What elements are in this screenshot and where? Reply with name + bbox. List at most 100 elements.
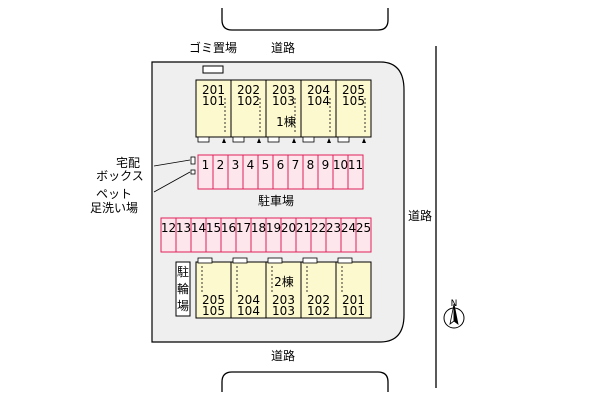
parking-space-number: 6 [277, 158, 285, 172]
parking-space-number: 23 [326, 221, 341, 235]
unit-lower-number: 103 [272, 304, 295, 318]
parking-space: 19 [265, 217, 282, 253]
parking-space: 10 [332, 154, 349, 190]
parking-space: 25 [355, 217, 372, 253]
parking-space: 3 [227, 154, 244, 190]
parking-space: 11 [347, 154, 364, 190]
parking-space: 8 [302, 154, 319, 190]
bike-label-2: 輪 [177, 281, 189, 296]
unit-upper-number: 203 [272, 293, 295, 307]
parking-space: 9 [317, 154, 334, 190]
parking-space-number: 24 [341, 221, 356, 235]
parking-space: 20 [280, 217, 297, 253]
parking-space-number: 19 [266, 221, 281, 235]
unit-balcony [232, 136, 245, 143]
pet-label-1: ペット [96, 187, 132, 201]
garbage-box [202, 65, 224, 74]
unit-balcony [337, 136, 350, 143]
parking-space-number: 21 [296, 221, 311, 235]
parking-space-number: 17 [236, 221, 251, 235]
unit-upper-number: 205 [202, 293, 225, 307]
parking-space: 21 [295, 217, 312, 253]
parking-space-box [355, 217, 372, 253]
parking-space-box [347, 154, 364, 190]
parking-space-number: 11 [348, 158, 363, 172]
unit-lower-number: 102 [237, 94, 260, 108]
parking-space: 2 [212, 154, 229, 190]
building-1-name: 1棟 [276, 114, 296, 129]
pet-wash [190, 169, 196, 175]
unit-upper-number: 201 [342, 293, 365, 307]
parking-space: 1 [197, 154, 214, 190]
parking-space-number: 14 [191, 221, 206, 235]
unit-lower-number: 101 [342, 304, 365, 318]
parking-space-number: 1 [202, 158, 210, 172]
unit-lower-number: 102 [307, 304, 330, 318]
parking-space-number: 25 [356, 221, 371, 235]
parking-space-number: 10 [333, 158, 348, 172]
parking-space-number: 12 [161, 221, 176, 235]
parking-space: 16 [220, 217, 237, 253]
delivery-leader [153, 159, 191, 167]
road-label-top: 道路 [271, 40, 295, 55]
unit-balcony [197, 136, 210, 143]
unit-balcony [302, 257, 318, 264]
road-curb-top [221, 8, 389, 31]
parking-space: 4 [242, 154, 259, 190]
delivery-label-1: 宅配 [116, 155, 140, 170]
parking-space-number: 7 [292, 158, 300, 172]
parking-space-number: 18 [251, 221, 266, 235]
parking-space-number: 22 [311, 221, 326, 235]
parking-space: 5 [257, 154, 274, 190]
north-label: N [451, 299, 458, 309]
parking-space: 22 [310, 217, 327, 253]
delivery-label-2: ボックス [96, 169, 144, 183]
unit-balcony [267, 257, 283, 264]
parking-space-number: 4 [247, 158, 255, 172]
entrance-marker-icon [362, 138, 366, 143]
building-2-name: 2棟 [274, 274, 294, 289]
road-label-bottom: 道路 [271, 348, 295, 363]
parking-space-number: 15 [206, 221, 221, 235]
road-label-right: 道路 [408, 208, 432, 223]
unit-balcony [232, 257, 248, 264]
entrance-marker-icon [222, 138, 226, 143]
delivery-box [190, 156, 196, 165]
parking-space-number: 20 [281, 221, 296, 235]
parking-space: 18 [250, 217, 267, 253]
unit-upper-number: 204 [307, 83, 330, 97]
pet-label-2: 足洗い場 [90, 201, 138, 215]
unit-lower-number: 105 [342, 94, 365, 108]
parking-space: 13 [175, 217, 192, 253]
parking-space-number: 2 [217, 158, 225, 172]
pet-leader [153, 171, 191, 193]
entrance-marker-icon [327, 138, 331, 143]
unit-upper-number: 201 [202, 83, 225, 97]
unit-lower-number: 101 [202, 94, 225, 108]
unit-upper-number: 203 [272, 83, 295, 97]
unit-upper-number: 202 [237, 83, 260, 97]
parking-space-number: 3 [232, 158, 240, 172]
unit-lower-number: 103 [272, 94, 295, 108]
unit-upper-number: 204 [237, 293, 260, 307]
parking-space: 17 [235, 217, 252, 253]
bike-label-3: 場 [177, 299, 189, 313]
entrance-marker-icon [257, 138, 261, 143]
parking-space: 15 [205, 217, 222, 253]
entrance-marker-icon [292, 138, 296, 143]
unit-balcony [197, 257, 213, 264]
parking-space: 14 [190, 217, 207, 253]
unit-balcony [302, 136, 315, 143]
parking-space-number: 9 [322, 158, 330, 172]
